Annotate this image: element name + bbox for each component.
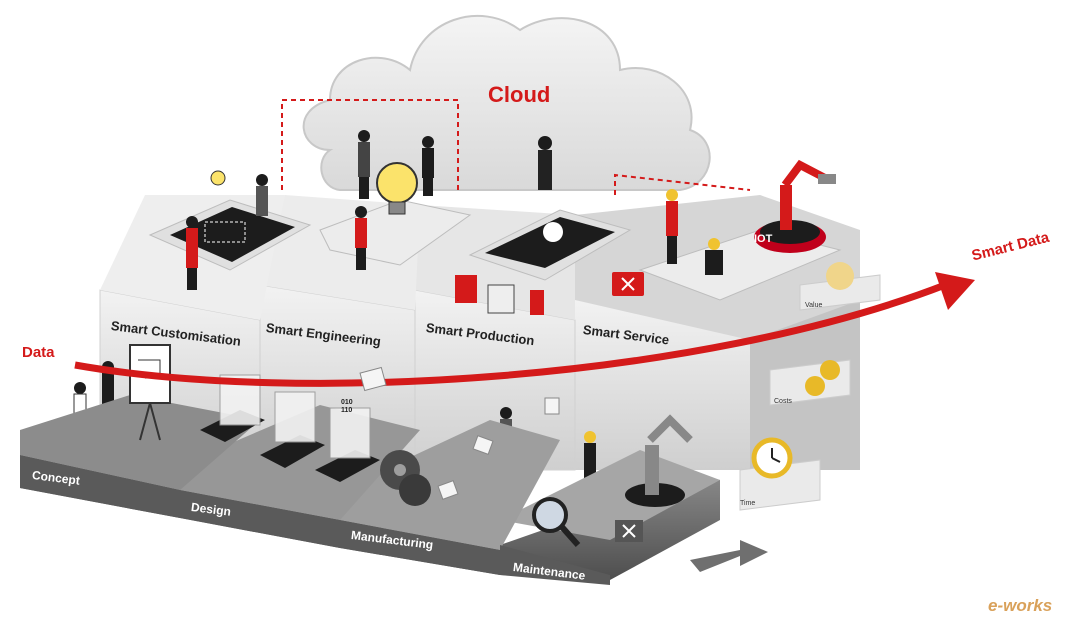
screen-code-line1: 010	[341, 399, 353, 406]
gears-icon	[380, 450, 431, 506]
toolbox-icon	[612, 272, 644, 296]
eworks-watermark: e-works	[988, 596, 1053, 615]
output-arrow	[690, 540, 768, 572]
data-start-label: Data	[22, 344, 55, 361]
production-machines	[455, 275, 544, 315]
iot-label: IOT	[754, 233, 773, 245]
maintenance-robot	[625, 414, 693, 507]
cloud-connection-lines	[281, 99, 751, 195]
cloud-label: Cloud	[488, 82, 551, 107]
cloud-shape	[302, 14, 711, 191]
screen-code: 010 110	[341, 399, 353, 415]
screen-code-line2: 110	[341, 407, 353, 414]
small-lightbulb-icon	[210, 170, 226, 186]
base-label-bands	[20, 455, 610, 585]
iot-robot	[754, 159, 836, 253]
floating-papers	[359, 366, 560, 500]
data-flow-arrow	[74, 272, 975, 387]
maintenance-toolbox-icon	[615, 520, 643, 542]
time-label: Time	[740, 500, 756, 507]
costs-label: Costs	[774, 398, 792, 405]
production-table	[468, 209, 632, 281]
side-panels	[739, 262, 881, 511]
lightbulb-icon	[376, 162, 418, 215]
magnifier-icon	[532, 497, 581, 547]
value-label: Value	[805, 302, 823, 309]
